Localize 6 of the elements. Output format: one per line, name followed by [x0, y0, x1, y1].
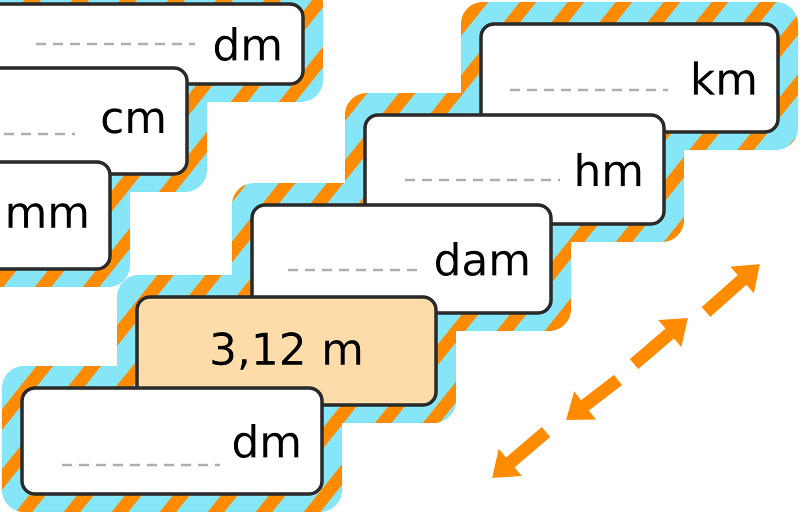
label-box: mm: [0, 160, 112, 271]
label-box: cm: [0, 66, 189, 176]
node-label: km: [694, 61, 754, 95]
label-box: dam: [250, 203, 553, 315]
label-box: 3,12 m: [135, 295, 438, 407]
label-box: dm: [20, 386, 324, 496]
